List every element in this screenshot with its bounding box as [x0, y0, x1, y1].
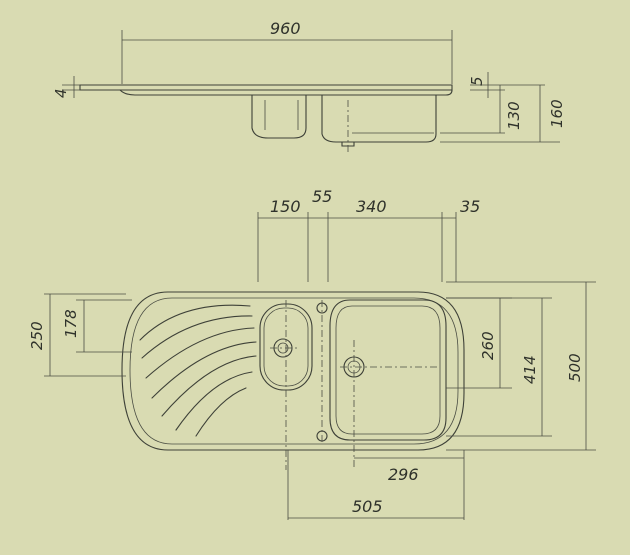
plan-view: [44, 212, 596, 520]
dim-55: 55: [312, 187, 332, 206]
dim-35: 35: [460, 197, 480, 216]
dim-414: 414: [521, 355, 539, 384]
dim-260: 260: [479, 331, 497, 360]
dim-5: 5: [468, 76, 486, 86]
dim-296: 296: [388, 465, 419, 484]
dim-130: 130: [505, 101, 523, 130]
dim-505: 505: [352, 497, 383, 516]
dim-500: 500: [566, 353, 584, 382]
side-elevation: [62, 30, 560, 152]
dim-160: 160: [548, 99, 566, 128]
dim-960: 960: [270, 19, 301, 38]
dim-340: 340: [356, 197, 387, 216]
dim-150: 150: [270, 197, 301, 216]
dim-4: 4: [52, 88, 70, 98]
dim-178: 178: [62, 309, 80, 338]
dim-250: 250: [28, 321, 46, 350]
